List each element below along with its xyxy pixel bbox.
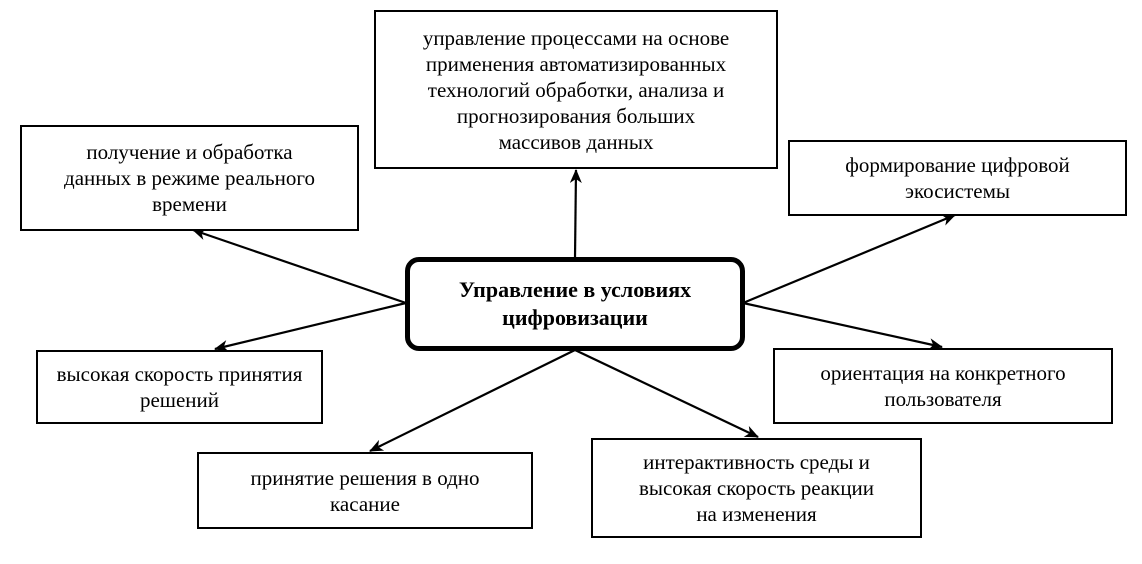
node-left-top: получение и обработка данных в режиме ре… [20, 125, 359, 231]
node-top-label: управление процессами на основе применен… [422, 25, 730, 154]
node-left-bottom: высокая скорость принятия решений [36, 350, 323, 424]
node-bottom-left-label: принятие решения в одно касание [250, 465, 480, 516]
central-node: Управление в условиях цифровизации [405, 257, 745, 351]
arrow-to-bottom-right [574, 349, 759, 438]
node-left-top-label: получение и обработка данных в режиме ре… [64, 140, 315, 216]
arrow-to-left-bottom [214, 301, 407, 352]
node-bottom-right: интерактивность среды и высокая скорость… [591, 438, 922, 538]
arrow-to-top [569, 169, 582, 259]
node-right-bottom: ориентация на конкретного пользователя [773, 348, 1113, 424]
arrow-to-right-bottom [742, 301, 943, 351]
arrow-to-left-top [192, 228, 407, 305]
node-right-top-label: формирование цифровой экосистемы [845, 153, 1070, 203]
node-right-bottom-label: ориентация на конкретного пользователя [820, 361, 1066, 411]
node-bottom-left: принятие решения в одно касание [197, 452, 533, 529]
node-top: управление процессами на основе применен… [374, 10, 778, 169]
arrow-to-right-top [742, 213, 956, 305]
node-bottom-right-label: интерактивность среды и высокая скорость… [638, 450, 875, 526]
arrow-to-bottom-left [369, 349, 576, 452]
node-right-top: формирование цифровой экосистемы [788, 140, 1127, 216]
central-node-label: Управление в условиях цифровизации [458, 277, 692, 330]
node-left-bottom-label: высокая скорость принятия решений [56, 362, 303, 412]
